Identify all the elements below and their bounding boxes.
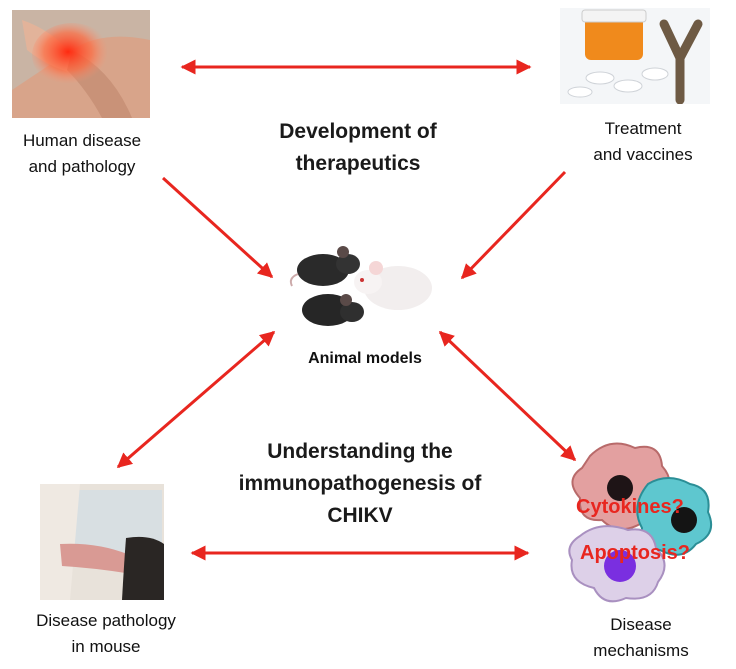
understanding-line1: Understanding the xyxy=(267,440,453,463)
human-disease-label: Human disease and pathology xyxy=(2,128,162,180)
animal-models-label: Animal models xyxy=(280,346,450,372)
treatment-image xyxy=(560,8,710,105)
mouse-pathology-image xyxy=(40,484,164,600)
treatment-label: Treatment and vaccines xyxy=(568,116,718,168)
arrow-animal-mouse xyxy=(116,330,276,469)
mechanisms-line1: Disease xyxy=(610,615,672,634)
arrow-animal-mechanisms xyxy=(438,330,577,462)
development-line1: Development of xyxy=(279,120,437,143)
development-label: Development of therapeutics xyxy=(238,116,478,180)
understanding-line3: CHIKV xyxy=(327,504,393,527)
treatment-line2: and vaccines xyxy=(593,145,693,164)
development-line2: therapeutics xyxy=(295,152,421,175)
mice-image xyxy=(288,238,450,334)
mechanisms-line2: mechanisms xyxy=(593,641,689,660)
mouse-pathology-label: Disease pathology in mouse xyxy=(8,608,204,660)
arrow-human-animal xyxy=(161,176,274,279)
mouse-pathology-line2: in mouse xyxy=(71,637,141,656)
treatment-line1: Treatment xyxy=(604,119,682,138)
animal-models-line1: Animal models xyxy=(308,350,422,367)
human-knee-image xyxy=(12,10,150,118)
understanding-line2: immunopathogenesis of xyxy=(238,472,482,495)
human-disease-line2: and pathology xyxy=(28,157,136,176)
mouse-pathology-line1: Disease pathology xyxy=(36,611,176,630)
mechanisms-label: Disease mechanisms xyxy=(576,612,706,664)
cells-image xyxy=(560,436,720,606)
arrow-treatment-animal xyxy=(460,170,567,280)
understanding-label: Understanding the immunopathogenesis of … xyxy=(230,436,490,532)
cytokines-annotation: Cytokines? xyxy=(576,496,684,518)
apoptosis-annotation: Apoptosis? xyxy=(580,542,690,564)
human-disease-line1: Human disease xyxy=(22,131,142,150)
